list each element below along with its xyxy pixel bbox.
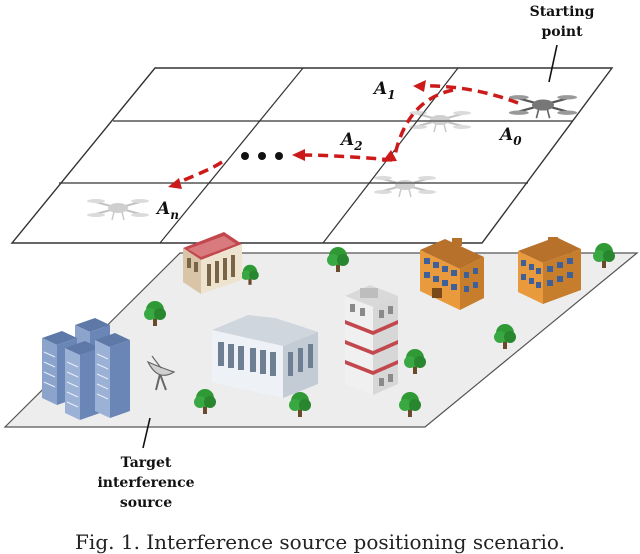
- building-orange-left: [420, 238, 484, 310]
- flight-plane: [10, 67, 614, 244]
- target-label-line1: Target: [121, 455, 172, 471]
- flight-path-arrowheads: [168, 80, 426, 189]
- building-tall-striped: [345, 285, 398, 395]
- starting-point-pointer: [548, 44, 558, 83]
- target-label-line2: interference: [97, 475, 194, 491]
- target-pointer: [142, 417, 151, 449]
- satellite-dish-icon: [146, 355, 176, 391]
- waypoint-label-a1: A1: [372, 79, 396, 102]
- target-label-line3: source: [120, 495, 172, 511]
- starting-point-label-line2: point: [541, 24, 583, 40]
- starting-point-label-line1: Starting: [530, 4, 595, 20]
- waypoint-label-a2: A2: [339, 130, 363, 153]
- building-blue-towers: [42, 318, 130, 420]
- building-red-roof: [183, 232, 242, 294]
- waypoint-label-an: An: [155, 199, 179, 222]
- building-grey-complex: [212, 315, 318, 398]
- ellipsis-dots: [241, 152, 283, 160]
- building-orange-right: [518, 237, 581, 304]
- figure-caption: Fig. 1. Interference source positioning …: [75, 530, 565, 554]
- waypoint-label-a0: A0: [498, 125, 522, 148]
- uav-positioning-scene: A1 A2 A0 An Starting point: [3, 4, 639, 511]
